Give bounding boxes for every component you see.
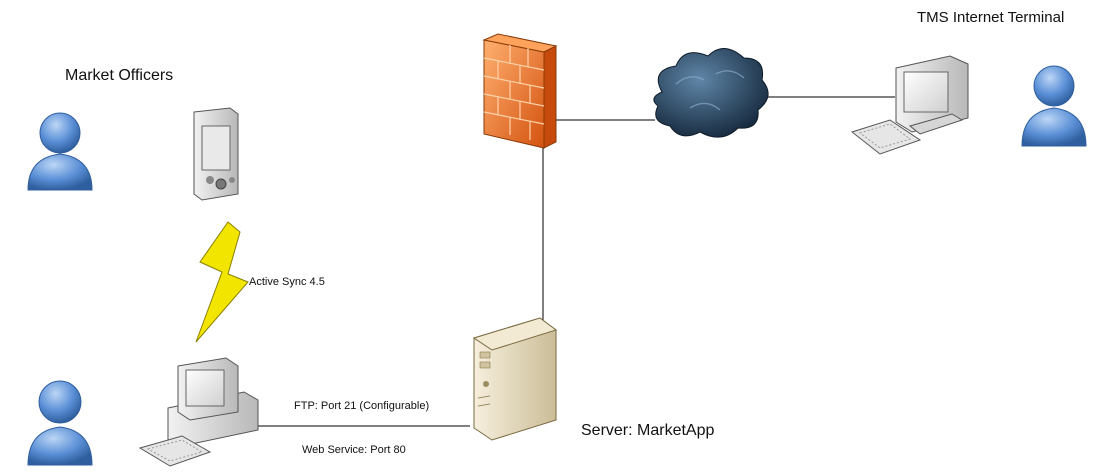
server-tower-icon xyxy=(472,317,558,441)
pda-icon xyxy=(193,107,239,201)
internet-cloud-icon xyxy=(653,48,769,138)
web-service-label: Web Service: Port 80 xyxy=(302,444,406,456)
lightning-icon xyxy=(195,221,249,343)
desktop-computer-icon xyxy=(138,357,259,467)
user-icon xyxy=(1021,65,1087,147)
active-sync-label: Active Sync 4.5 xyxy=(249,276,325,288)
tms-terminal-label: TMS Internet Terminal xyxy=(917,9,1065,26)
market-officers-label: Market Officers xyxy=(65,67,174,84)
ftp-label: FTP: Port 21 (Configurable) xyxy=(294,400,430,412)
firewall-icon xyxy=(482,33,558,149)
user-icon xyxy=(27,112,93,191)
server-label: Server: MarketApp xyxy=(581,422,715,439)
user-icon xyxy=(27,380,93,466)
terminal-computer-icon xyxy=(850,55,969,155)
